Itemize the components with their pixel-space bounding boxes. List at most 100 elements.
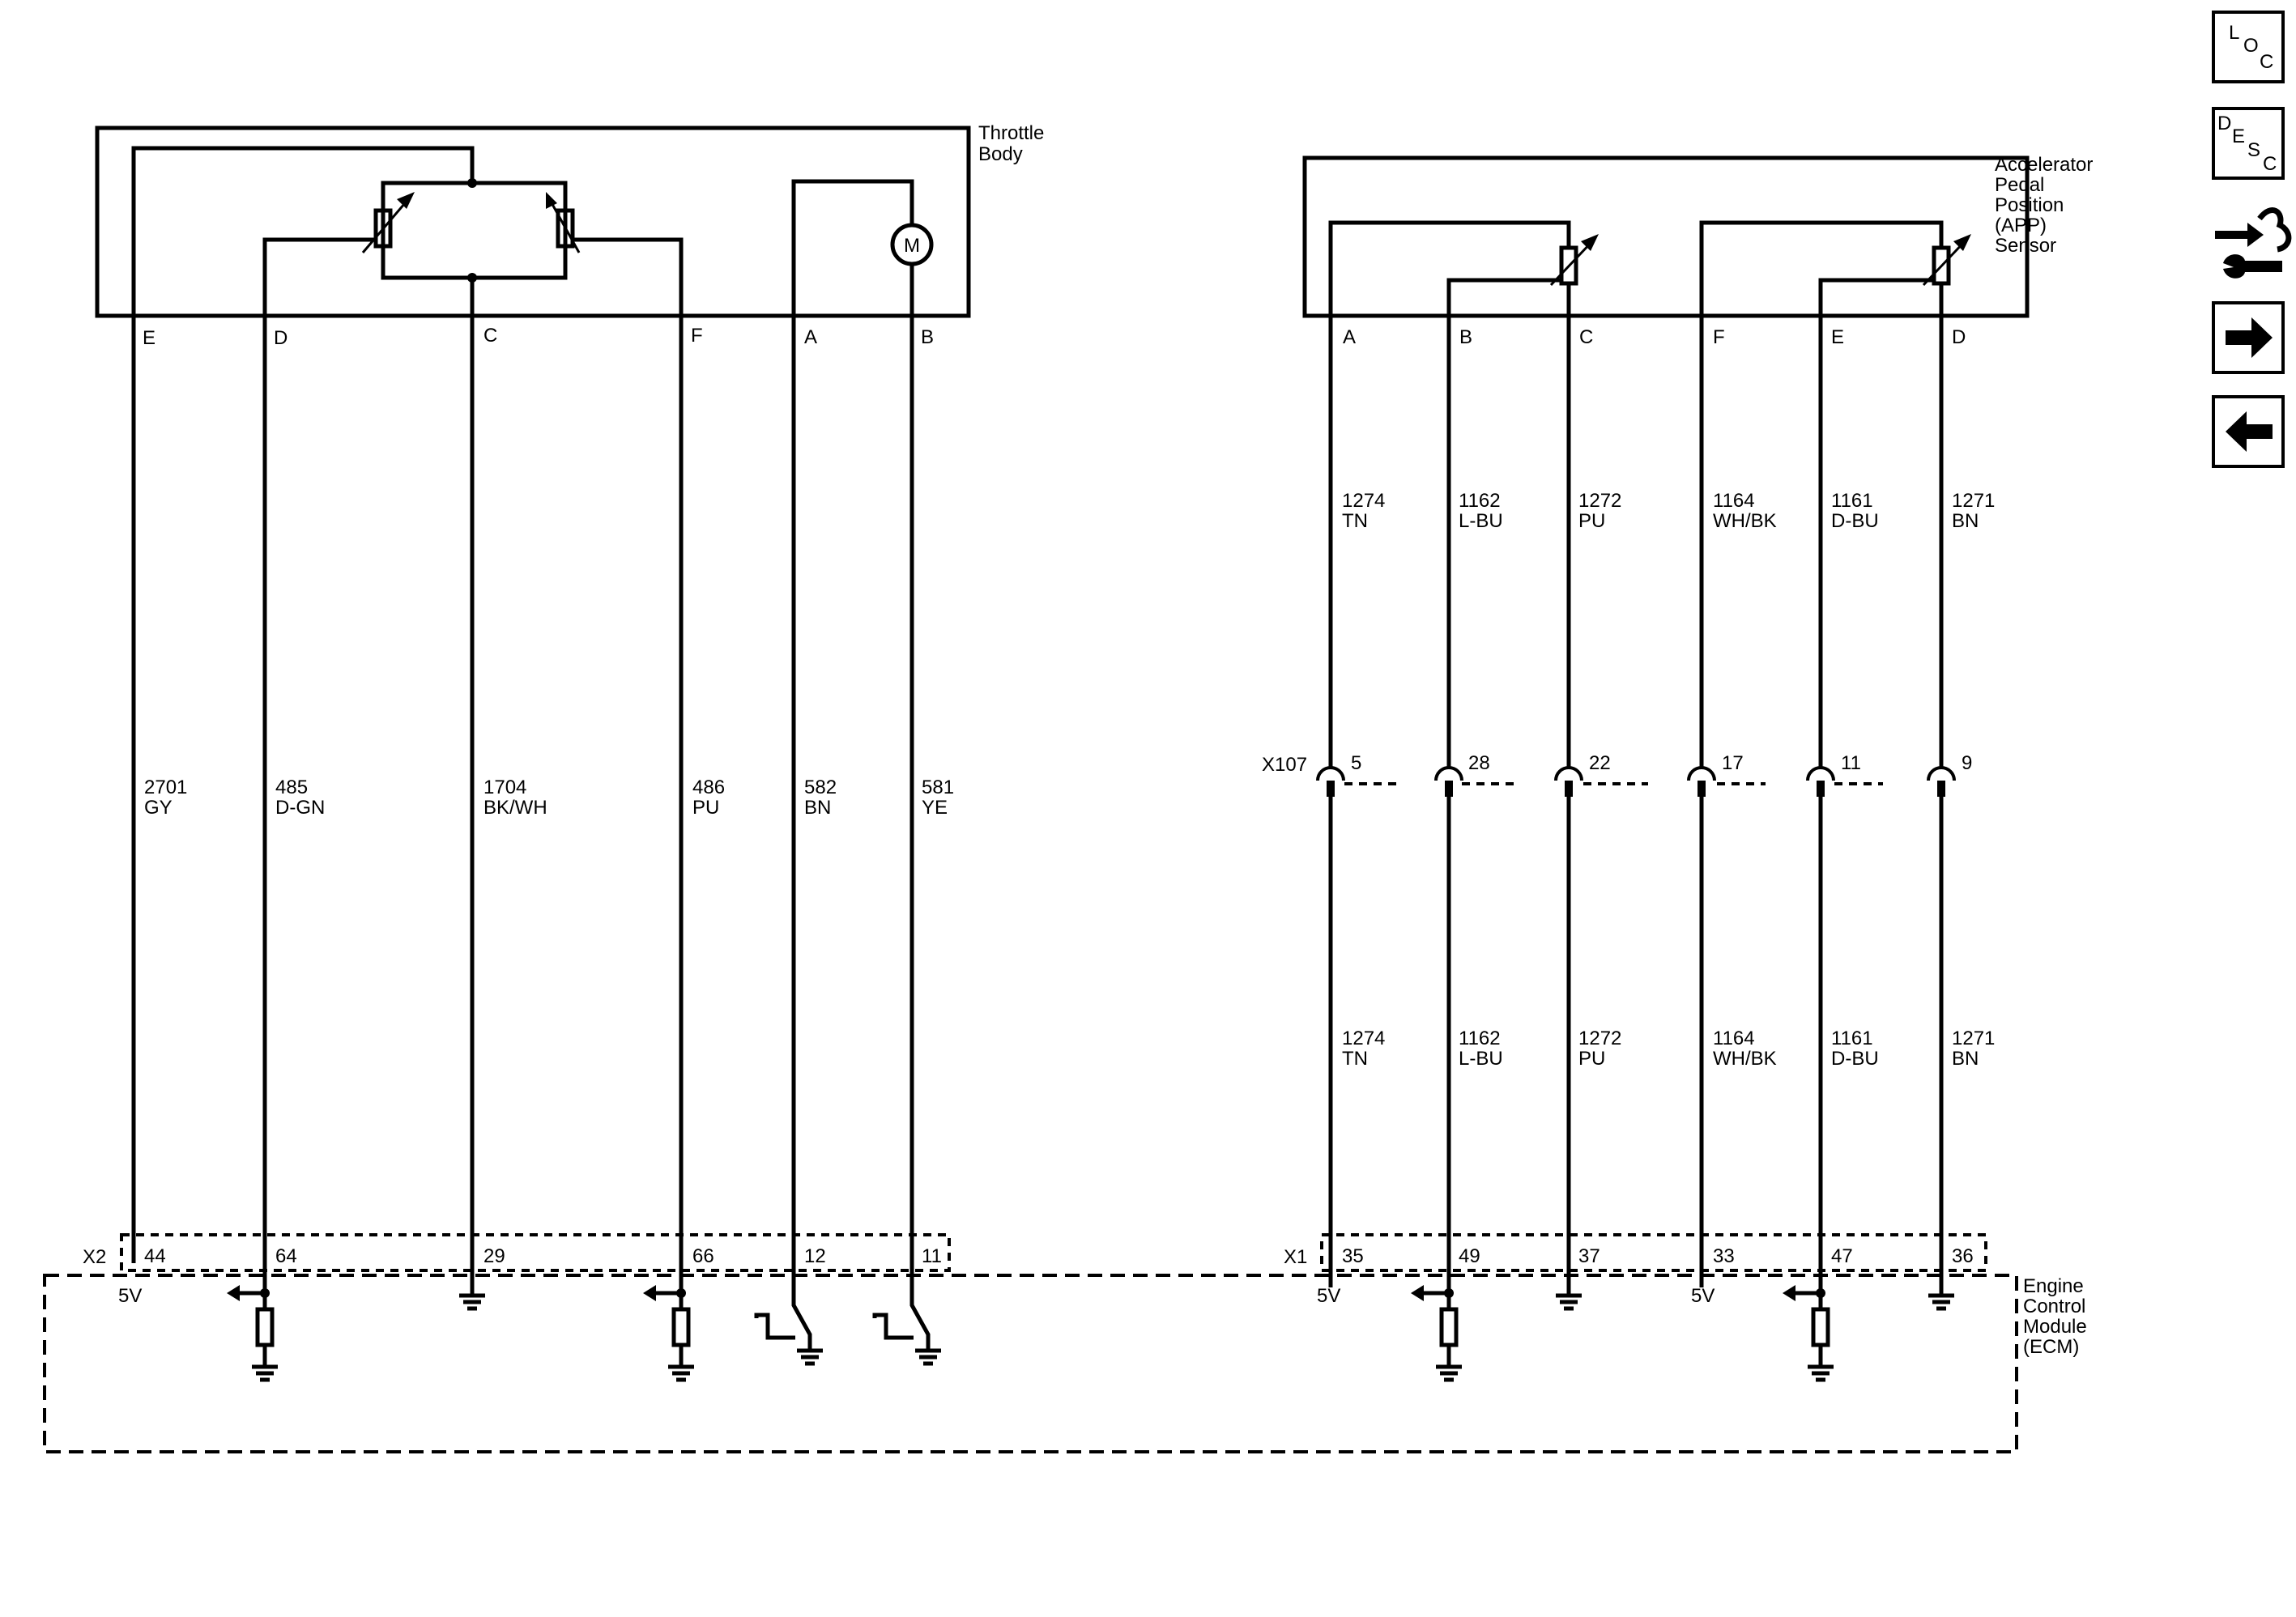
x2-pin: 11 (922, 1245, 942, 1267)
tb-pin-a: A (804, 326, 817, 348)
x107-terminal (1806, 766, 1835, 797)
app-color-d-upper: BN (1952, 510, 1979, 532)
x2-pin: 66 (692, 1245, 714, 1267)
tb-circuit-c: 1704 (483, 777, 526, 798)
x107-pin: 28 (1468, 752, 1490, 774)
app-color-f-upper: WH/BK (1713, 510, 1777, 532)
app-color-f-lower: WH/BK (1713, 1048, 1777, 1070)
x2-pin: 64 (275, 1245, 297, 1267)
tp-sensor-2-resistor (556, 208, 575, 249)
low-reference-ground (459, 1287, 485, 1311)
tb-circuit-b: 581 (922, 777, 954, 798)
app-pin-d: D (1952, 326, 1966, 348)
tb-circuit-d: 485 (275, 777, 308, 798)
app-color-b-lower: L-BU (1459, 1048, 1503, 1070)
ecm-label-2: Control (2023, 1296, 2085, 1317)
pull-down-resistor (671, 1307, 691, 1347)
x2-pin: 44 (144, 1245, 166, 1267)
wire-app-e (1818, 278, 1934, 1287)
app-sensor: Accelerator Pedal Position (APP) Sensor … (1302, 154, 2093, 1287)
x107-pin: 22 (1589, 752, 1611, 774)
x1-pin: 47 (1831, 1245, 1853, 1267)
x107-pin: 11 (1841, 752, 1861, 774)
x1-connector-box (1320, 1233, 1987, 1272)
x107-pin: 5 (1351, 752, 1361, 774)
app-label-3: Position (1995, 194, 2064, 216)
app-sensor-box (1302, 155, 2030, 318)
wire-app-f (1699, 220, 1944, 1287)
loc-letter: O (2243, 35, 2259, 57)
signal-arrow-icon (1411, 1285, 1424, 1301)
wire-a-motor (791, 179, 914, 1287)
x1-pin: 33 (1713, 1245, 1735, 1267)
wire-e-internal (131, 146, 475, 1247)
arrow-left-icon[interactable] (2212, 395, 2285, 468)
loc-letter: L (2229, 22, 2239, 44)
5v-reference-label: 5V (1691, 1285, 1715, 1307)
app-circuit-b-lower: 1162 (1459, 1028, 1501, 1049)
throttle-body-label-1: Throttle (978, 122, 1044, 144)
throttle-body-label-2: Body (978, 143, 1023, 165)
app-circuit-e-lower: 1161 (1831, 1028, 1873, 1049)
throttle-body: Throttle Body M E D C F A B 2701 GY (95, 122, 1044, 1287)
wire-d (262, 237, 376, 1287)
x1-pin: 49 (1459, 1245, 1480, 1267)
ground-icon (1808, 1364, 1834, 1382)
signal-input-circuit (1783, 1285, 1834, 1382)
tb-color-d: D-GN (275, 797, 325, 819)
app-color-e-upper: D-BU (1831, 510, 1879, 532)
motor-label: M (904, 235, 920, 257)
x1-pin: 35 (1342, 1245, 1364, 1267)
ground-icon (1436, 1364, 1462, 1382)
loc-letter: C (2260, 51, 2273, 73)
tb-circuit-a: 582 (804, 777, 837, 798)
motor-driver-switch (754, 1287, 823, 1366)
app-pin-c: C (1579, 326, 1593, 348)
x1-pin: 37 (1578, 1245, 1600, 1267)
ground-icon (797, 1348, 823, 1366)
x107-terminal (1554, 766, 1583, 797)
app-sensor-2-arrow (1922, 239, 1967, 287)
x1-label: X1 (1284, 1246, 1307, 1268)
app-color-c-upper: PU (1578, 510, 1605, 532)
arrow-right-icon[interactable] (2212, 301, 2285, 374)
low-reference-ground (1556, 1287, 1582, 1311)
desc-letter: D (2217, 113, 2231, 134)
app-color-c-lower: PU (1578, 1048, 1605, 1070)
junction-dot (467, 178, 477, 188)
x107-pin: 17 (1722, 752, 1744, 774)
app-color-e-lower: D-BU (1831, 1048, 1879, 1070)
motor-driver-switch (872, 1287, 941, 1366)
app-circuit-c-upper: 1272 (1578, 490, 1621, 512)
desc-letter: E (2232, 126, 2245, 147)
signal-input-circuit (643, 1285, 694, 1382)
loc-button[interactable]: L O C (2212, 11, 2285, 83)
signal-arrow-icon (1783, 1285, 1795, 1301)
app-sensor-1-arrow (1549, 239, 1595, 287)
ground-icon (668, 1364, 694, 1382)
signal-arrow-icon (227, 1285, 240, 1301)
tb-pin-c: C (483, 325, 497, 347)
pull-down-resistor (1811, 1307, 1830, 1347)
x2-pin: 12 (804, 1245, 826, 1267)
tb-pin-d: D (274, 327, 288, 349)
app-pin-e: E (1831, 326, 1844, 348)
signal-input-circuit (1411, 1285, 1462, 1382)
5v-reference-label: 5V (1317, 1285, 1340, 1307)
app-circuit-d-upper: 1271 (1952, 490, 1995, 512)
tb-pin-b: B (921, 326, 934, 348)
ground-icon (915, 1348, 941, 1366)
connector-wrench-icon[interactable] (2215, 207, 2292, 279)
x107-terminal (1434, 766, 1463, 797)
junction-dot (467, 273, 477, 283)
app-circuit-b-upper: 1162 (1459, 490, 1501, 512)
app-circuit-c-lower: 1272 (1578, 1028, 1621, 1049)
pull-down-resistor (1439, 1307, 1459, 1347)
ecm-box (43, 1274, 2018, 1453)
tp-sensor-1-resistor (373, 208, 393, 249)
desc-button[interactable]: D E S C (2212, 107, 2285, 180)
x107-terminal (1687, 766, 1716, 797)
ecm: Engine Control Module (ECM) X2 44 64 29 … (43, 1233, 2087, 1453)
tb-color-e: GY (144, 797, 173, 819)
ground-icon (252, 1364, 278, 1382)
